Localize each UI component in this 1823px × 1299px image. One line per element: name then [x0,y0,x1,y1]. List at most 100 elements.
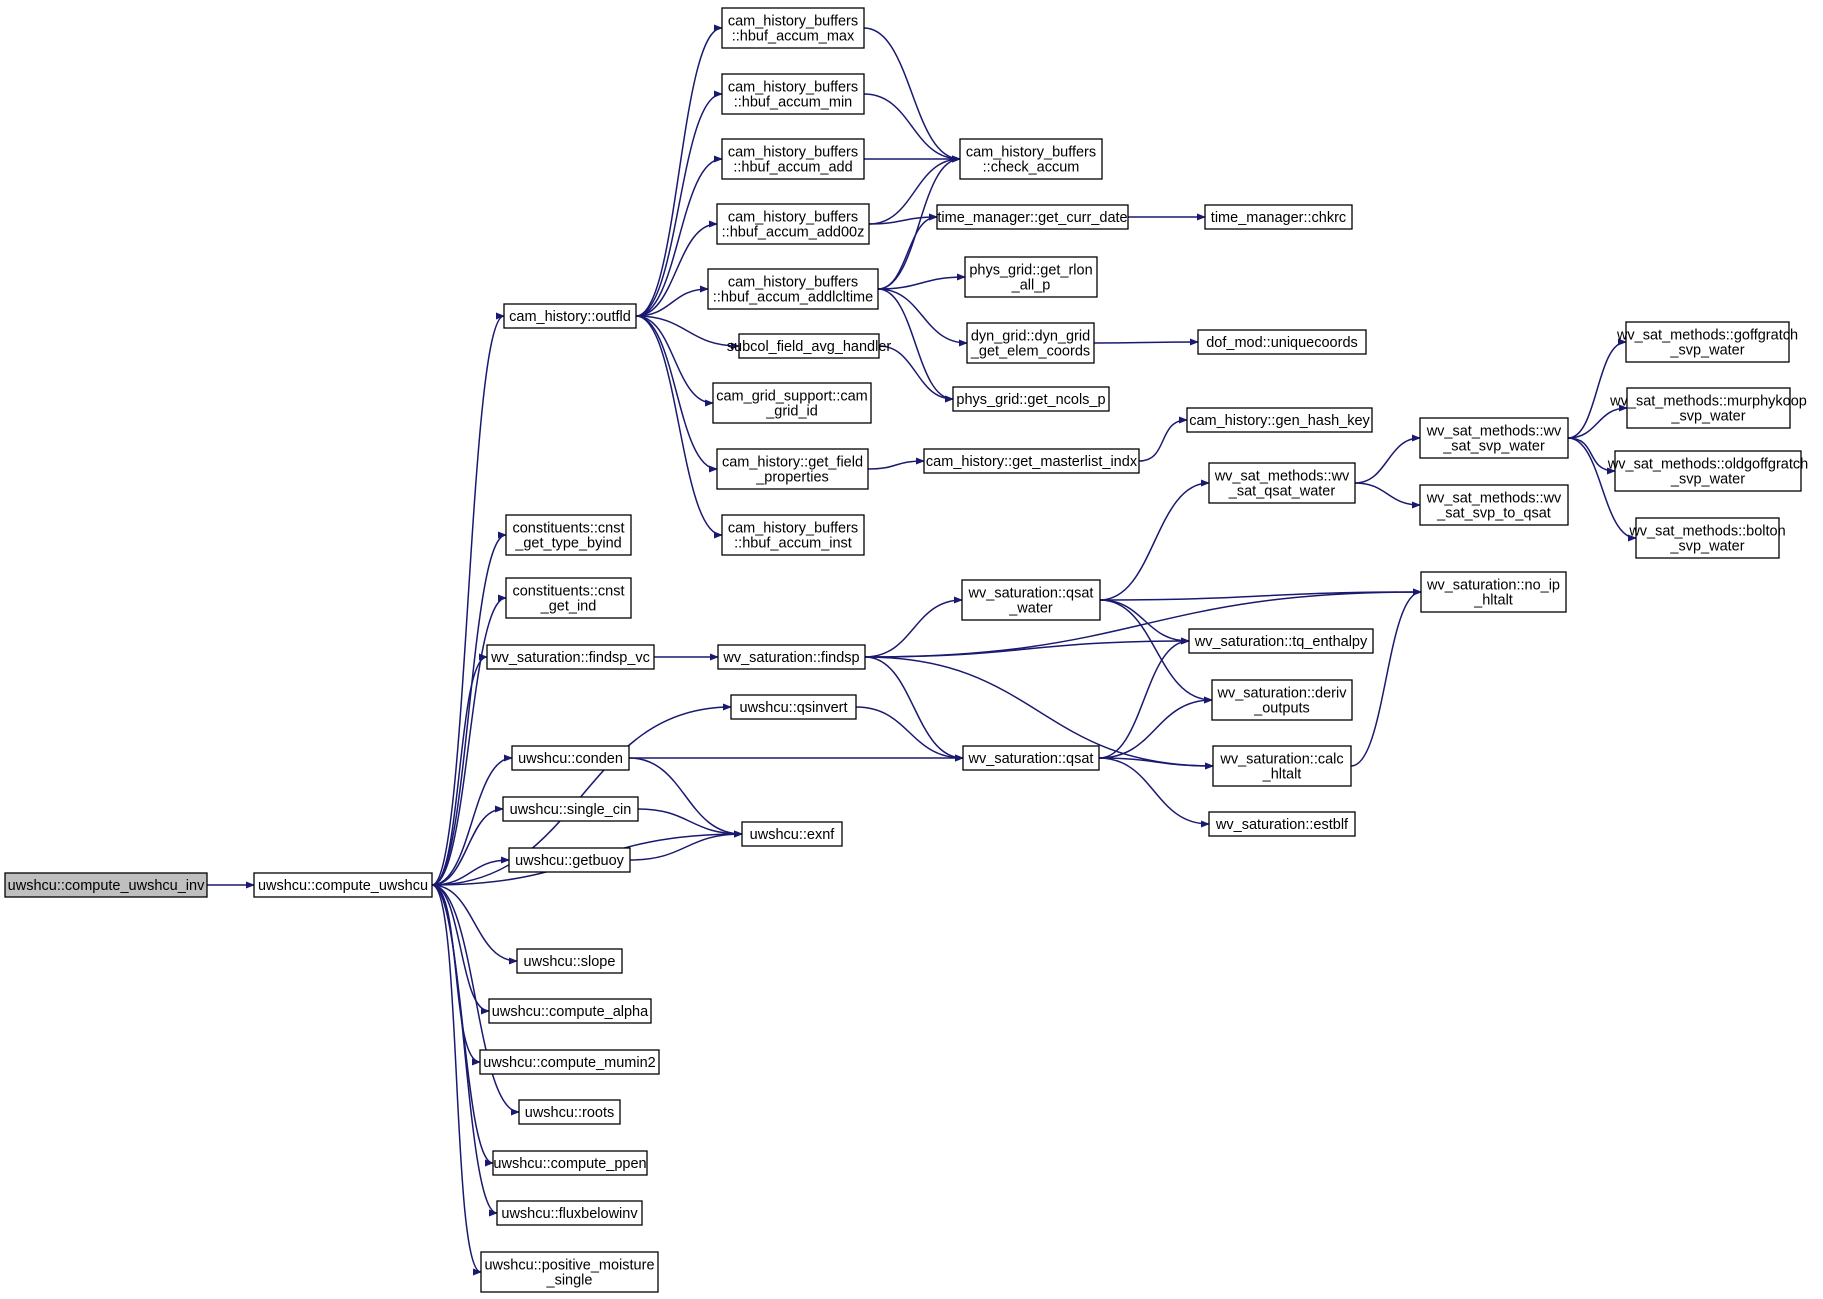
graph-node[interactable]: cam_history_buffers::hbuf_accum_add00z [716,203,870,245]
node-label: wv_sat_methods::wv [1426,491,1562,507]
graph-node[interactable]: uwshcu::compute_uwshcu_inv [4,872,208,898]
graph-node[interactable]: uwshcu::slope [516,948,623,974]
node-label: uwshcu::compute_uwshcu_inv [8,878,205,894]
graph-node[interactable]: wv_saturation::deriv_outputs [1211,679,1353,721]
call-edge [635,285,709,317]
graph-node[interactable]: wv_sat_methods::murphykoop_svp_water [1609,387,1807,429]
graph-node[interactable]: uwshcu::compute_ppen [492,1150,648,1176]
graph-node[interactable]: uwshcu::qsinvert [730,694,857,720]
graph-node[interactable]: uwshcu::fluxbelowinv [496,1200,643,1226]
graph-node[interactable]: cam_history_buffers::hbuf_accum_inst [721,514,865,556]
call-edge [635,315,718,473]
call-edge [431,653,488,886]
node-box [496,1200,643,1226]
graph-node[interactable]: uwshcu::exnf [741,821,843,847]
node-label: cam_history_buffers [728,210,858,226]
graph-node[interactable]: uwshcu::compute_alpha [488,998,652,1024]
node-box [717,644,866,670]
node-box [741,821,843,847]
graph-node[interactable]: wv_sat_methods::wv_sat_qsat_water [1208,462,1356,504]
graph-node[interactable]: cam_history::gen_hash_key [1186,407,1373,433]
call-edge [431,703,732,886]
node-label: _grid_id [765,404,818,420]
node-box [492,1150,648,1176]
node-label: phys_grid::get_rlon [969,263,1092,279]
node-box [721,73,865,115]
graph-node[interactable]: wv_saturation::estblf [1208,811,1356,837]
call-edge [1098,637,1190,759]
node-label: uwshcu::roots [525,1105,614,1121]
graph-node[interactable]: uwshcu::getbuoy [508,847,631,873]
node-label: wv_sat_methods::wv [1426,424,1562,440]
call-edge [1099,599,1213,704]
graph-node[interactable]: uwshcu::compute_mumin2 [479,1049,660,1075]
graph-node[interactable]: wv_saturation::qsat [962,745,1100,771]
graph-node[interactable]: dof_mod::uniquecoords [1197,329,1367,355]
graph-node[interactable]: cam_history::get_masterlist_indx [923,448,1140,474]
graph-node[interactable]: wv_saturation::calc_hltalt [1212,745,1352,787]
graph-node[interactable]: wv_saturation::tq_enthalpy [1188,628,1374,654]
call-edge [1098,757,1210,828]
graph-node[interactable]: wv_sat_methods::wv_sat_svp_to_qsat [1419,484,1569,526]
graph-node[interactable]: wv_sat_methods::goffgratch_svp_water [1616,321,1798,363]
graph-node[interactable]: constituents::cnst_get_type_byind [505,514,632,556]
graph-node[interactable]: phys_grid::get_ncols_p [952,386,1110,412]
graph-node[interactable]: wv_saturation::findsp [717,644,866,670]
node-box [502,796,639,822]
node-label: constituents::cnst [512,584,624,600]
graph-node[interactable]: constituents::cnst_get_ind [505,577,632,619]
node-label: _get_ind [540,599,597,615]
node-box [518,1099,621,1125]
graph-node[interactable]: cam_history_buffers::hbuf_accum_min [721,73,865,115]
graph-node[interactable]: wv_saturation::qsat_water [961,579,1101,621]
node-label: uwshcu::qsinvert [740,700,848,716]
node-label: ::check_accum [983,160,1080,176]
graph-node[interactable]: time_manager::chkrc [1204,204,1353,230]
graph-node[interactable]: uwshcu::conden [511,745,630,771]
call-edge [864,588,1422,658]
graph-node[interactable]: subcol_field_avg_handler [727,333,892,359]
node-label: wv_sat_methods::murphykoop [1609,394,1807,410]
graph-node[interactable]: wv_sat_methods::wv_sat_svp_water [1419,417,1569,459]
graph-node[interactable]: uwshcu::single_cin [502,796,639,822]
graph-node[interactable]: cam_history::outfld [503,303,637,329]
node-label: _get_type_byind [514,536,621,552]
graph-node[interactable]: cam_history_buffers::hbuf_accum_addlclti… [707,268,879,310]
node-box [1204,204,1353,230]
node-label: uwshcu::compute_mumin2 [483,1055,655,1071]
graph-node[interactable]: wv_saturation::findsp_vc [486,644,655,670]
node-label: _get_elem_coords [970,344,1090,360]
graph-node[interactable]: cam_history_buffers::check_accum [959,138,1103,180]
node-box [952,386,1110,412]
node-label: time_manager::chkrc [1211,210,1346,226]
graph-node[interactable]: cam_history_buffers::hbuf_accum_max [721,7,865,49]
node-box [1626,387,1791,429]
node-box [738,333,880,359]
node-label: _svp_water [1669,539,1744,555]
graph-node[interactable]: cam_history_buffers::hbuf_accum_add [721,138,865,180]
graph-node[interactable]: time_manager::get_curr_date [936,204,1129,230]
graph-node[interactable]: wv_sat_methods::oldgoffgratch_svp_water [1607,450,1808,492]
graph-node[interactable]: dyn_grid::dyn_grid_get_elem_coords [966,322,1095,364]
node-box [721,7,865,49]
graph-node[interactable]: cam_history::get_field_properties [716,448,869,490]
node-label: _sat_svp_to_qsat [1436,506,1551,522]
graph-node[interactable]: phys_grid::get_rlon_all_p [964,256,1098,298]
graph-node[interactable]: uwshcu::positive_moisture_single [480,1251,659,1293]
call-edge [1354,434,1421,484]
node-label: time_manager::get_curr_date [937,210,1127,226]
node-box [1419,484,1569,526]
node-box [505,577,632,619]
node-label: cam_history_buffers [728,521,858,537]
graph-node[interactable]: cam_grid_support::cam_grid_id [712,382,872,424]
node-label: wv_saturation::qsat [968,586,1094,602]
graph-node[interactable]: wv_saturation::no_ip_hltalt [1420,571,1567,613]
call-edge [431,884,518,965]
node-label: _svp_water [1670,472,1745,488]
call-edge [431,884,482,1276]
node-label: ::hbuf_accum_min [734,95,852,111]
graph-node[interactable]: wv_sat_methods::bolton_svp_water [1628,517,1786,559]
graph-node[interactable]: uwshcu::compute_uwshcu [253,872,433,898]
graph-node[interactable]: uwshcu::roots [518,1099,621,1125]
